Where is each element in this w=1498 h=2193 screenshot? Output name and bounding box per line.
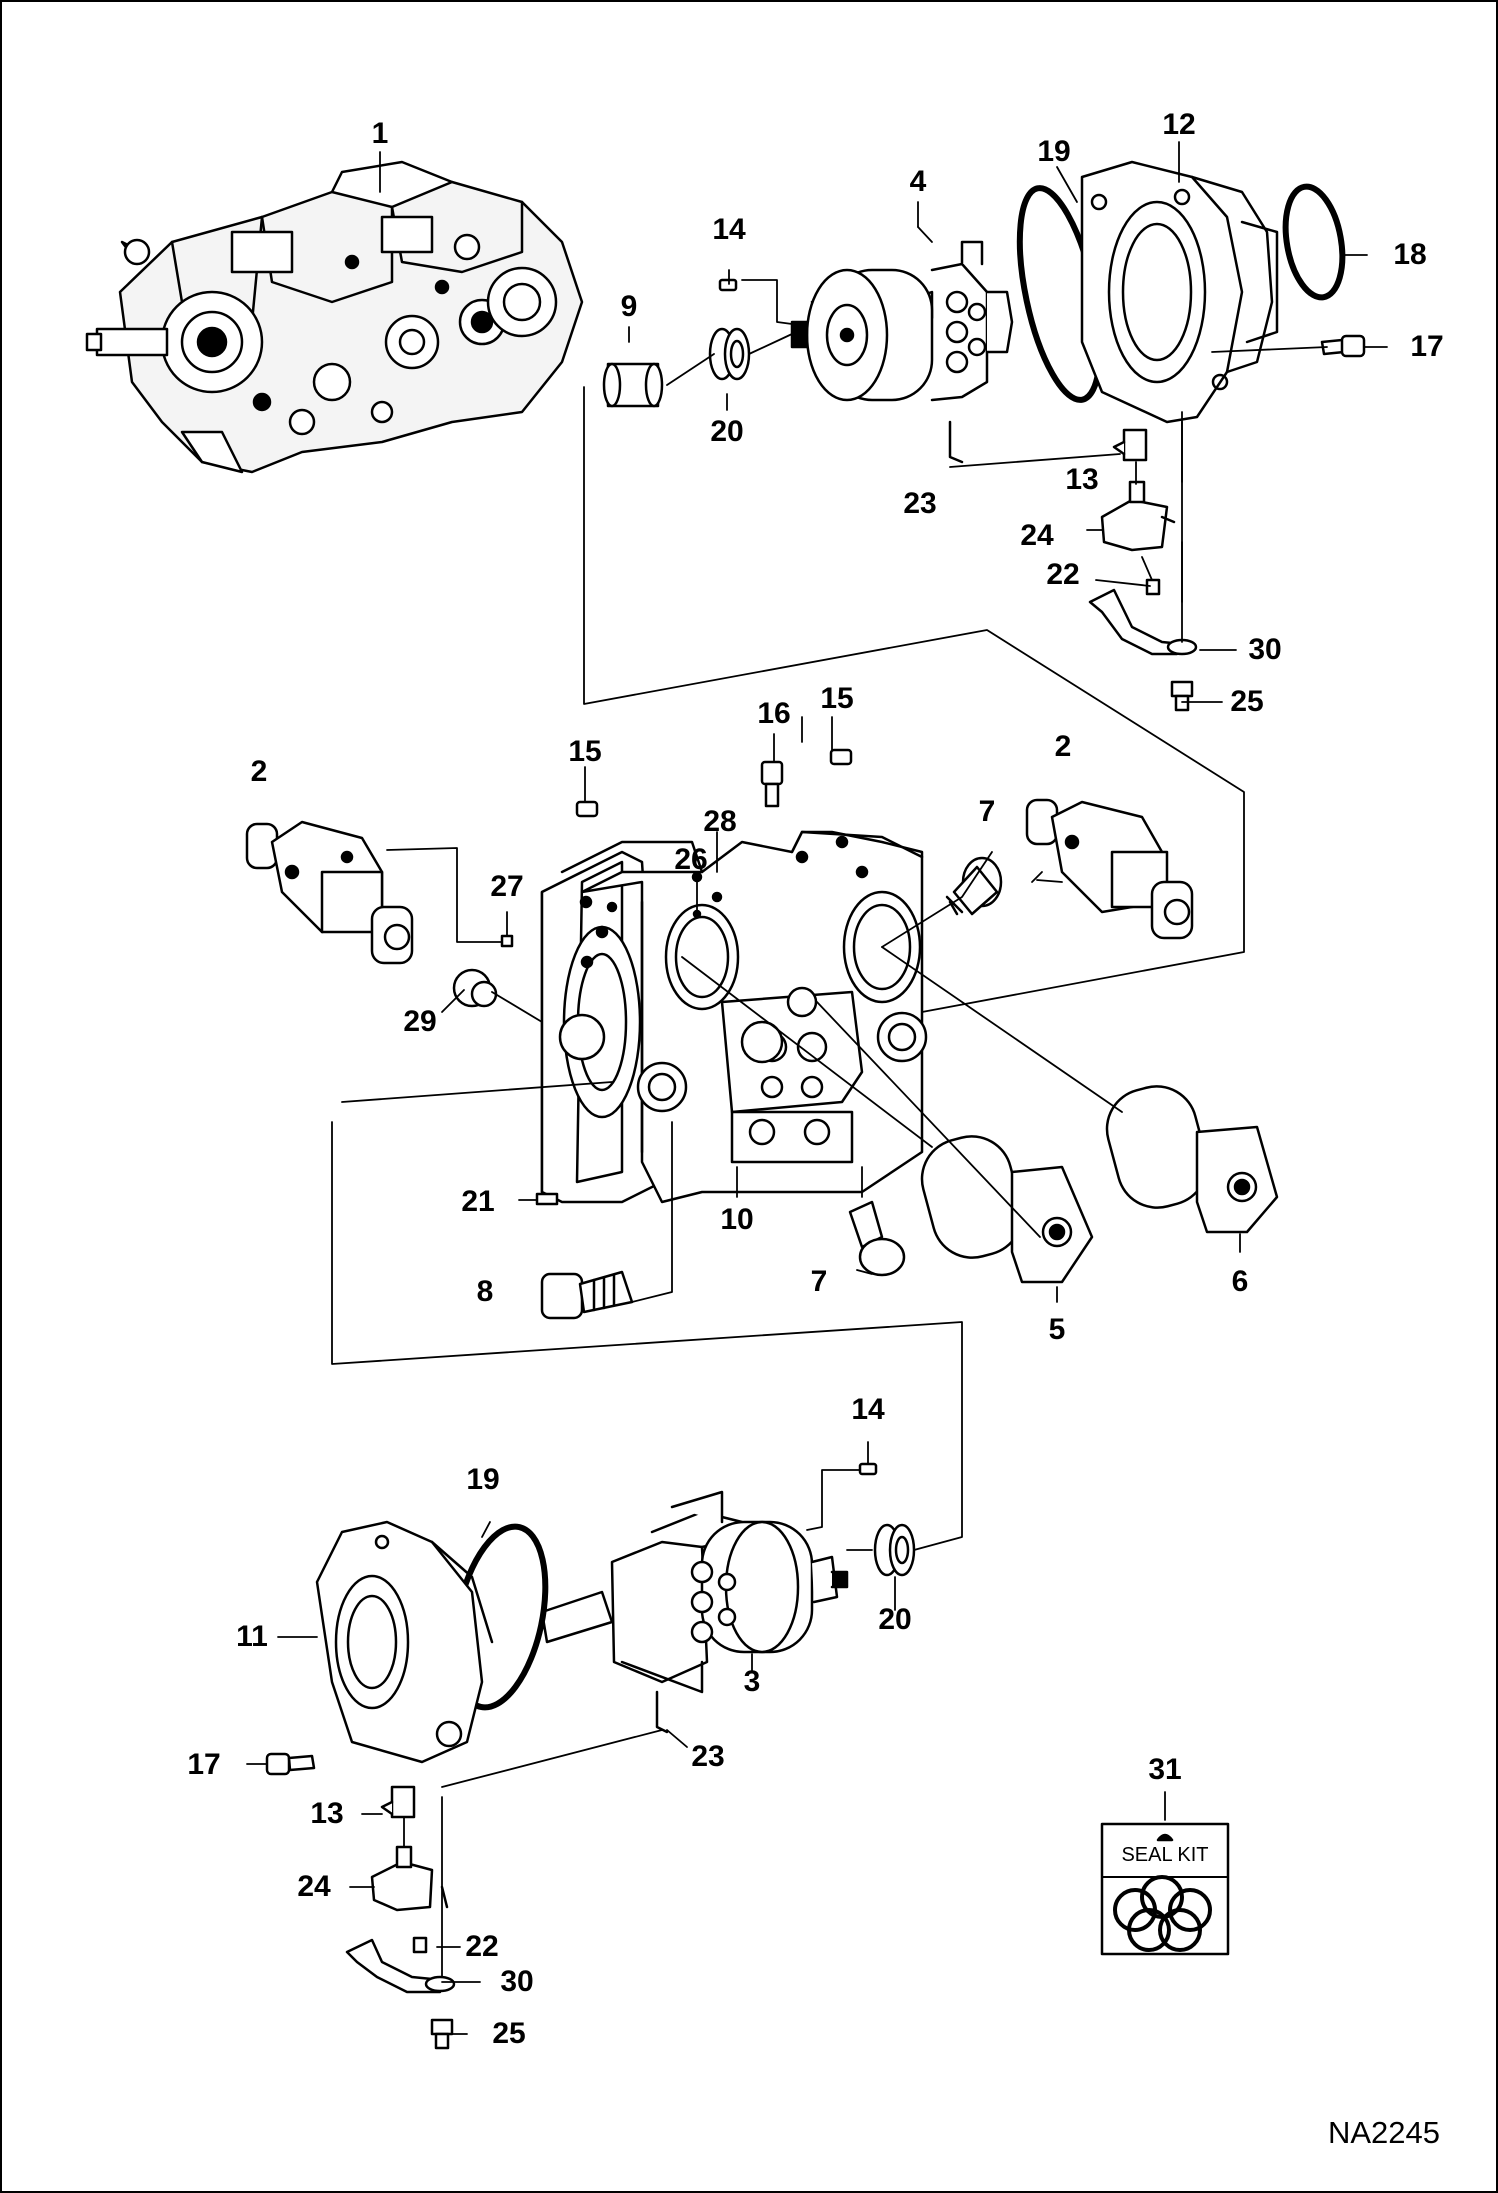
- callout-13-bottom: 13: [310, 1797, 344, 1830]
- rotating-group-bottom: [540, 1490, 849, 1694]
- pin-27: [500, 934, 514, 948]
- callout-13-top: 13: [1065, 463, 1099, 496]
- callout-25-top: 25: [1230, 685, 1264, 718]
- callout-24-top: 24: [1020, 519, 1054, 552]
- callout-27: 27: [490, 870, 524, 903]
- callout-14-top: 14: [712, 213, 746, 246]
- callout-19-bottom: 19: [466, 1463, 500, 1496]
- servo-piston-6: [1105, 1085, 1279, 1234]
- speed-sensor-24-top: [1100, 480, 1176, 552]
- speed-sensor-24-bottom: [370, 1845, 449, 1912]
- relief-valve-7-upper: [945, 856, 1003, 916]
- callout-17-top: 17: [1410, 330, 1444, 363]
- bracket-30-top: [1088, 588, 1198, 656]
- callout-22-top: 22: [1046, 558, 1080, 591]
- callout-25-bottom: 25: [492, 2017, 526, 2050]
- callout-28: 28: [703, 805, 737, 838]
- callout-29: 29: [403, 1005, 437, 1038]
- callout-22-bottom: 22: [465, 1930, 499, 1963]
- relief-valve-7-lower: [848, 1200, 906, 1277]
- callout-4: 4: [909, 165, 927, 198]
- drawing-code: NA2245: [1327, 2115, 1440, 2150]
- bracket-30-bottom: [345, 1938, 456, 1994]
- bolt-25-bottom: [430, 2018, 454, 2050]
- control-valve-2-right: [1025, 798, 1194, 940]
- bolt-17-bottom: [265, 1752, 316, 1776]
- rotating-group-top: [790, 240, 1014, 402]
- pin-14-bottom: [858, 1462, 878, 1476]
- callout-30-top: 30: [1248, 633, 1282, 666]
- sensor-13-top: [1112, 428, 1148, 462]
- callout-3: 3: [743, 1665, 761, 1698]
- leader-lines: [246, 141, 1388, 2035]
- control-valve-2-left: [245, 820, 414, 965]
- bolt-17-top: [1320, 334, 1366, 358]
- callout-2-right: 2: [1054, 730, 1072, 763]
- callout-10: 10: [720, 1203, 754, 1236]
- callout-7-lower: 7: [810, 1265, 828, 1298]
- callout-6: 6: [1231, 1265, 1249, 1298]
- callout-30-bottom: 30: [500, 1965, 534, 1998]
- callout-19-top: 19: [1037, 135, 1071, 168]
- seal-kit-label: SEAL KIT: [1121, 1844, 1209, 1866]
- screw-22-bottom: [412, 1936, 428, 1954]
- callout-23-bottom: 23: [691, 1740, 725, 1773]
- pin-23-bottom: [655, 1690, 669, 1734]
- servo-piston-5: [920, 1135, 1094, 1284]
- callout-2-left: 2: [250, 755, 268, 788]
- callout-9: 9: [620, 290, 638, 323]
- callout-23-top: 23: [903, 487, 937, 520]
- callout-26: 26: [674, 843, 708, 876]
- o-ring-18: [1282, 183, 1346, 301]
- callout-17-bottom: 17: [187, 1748, 221, 1781]
- bolt-25-top: [1170, 680, 1194, 712]
- pin-14-top: [718, 278, 738, 292]
- callout-7-upper: 7: [978, 795, 996, 828]
- callout-8: 8: [476, 1275, 494, 1308]
- callout-14-bottom: 14: [851, 1393, 885, 1426]
- callout-21: 21: [461, 1185, 495, 1218]
- bearing-20-top: [708, 327, 751, 381]
- callout-31: 31: [1148, 1753, 1182, 1786]
- callout-18: 18: [1393, 238, 1427, 271]
- callout-20-bottom: 20: [878, 1603, 912, 1636]
- callout-5: 5: [1048, 1313, 1066, 1346]
- seal-kit-box: [1100, 1822, 1230, 1956]
- callout-15-left: 15: [568, 735, 602, 768]
- callout-16: 16: [757, 697, 791, 730]
- callout-20-top: 20: [710, 415, 744, 448]
- pump-assembly-illustration: [85, 160, 584, 474]
- valve-plug-8: [540, 1270, 634, 1320]
- callout-12: 12: [1162, 108, 1196, 141]
- pin-21: [535, 1192, 559, 1206]
- callout-15-right: 15: [820, 682, 854, 715]
- plug-15-left: [575, 800, 599, 818]
- flange-housing-12: [1080, 160, 1279, 424]
- main-pump-housing: [540, 830, 928, 1204]
- flange-housing-11: [315, 1520, 494, 1764]
- plug-15-right: [829, 748, 853, 766]
- bearing-20-bottom: [873, 1523, 916, 1577]
- needle-bearing-9: [602, 362, 664, 408]
- callout-11: 11: [236, 1620, 268, 1653]
- callout-24-bottom: 24: [297, 1870, 331, 1903]
- screw-22-top: [1145, 578, 1161, 596]
- sensor-13-bottom: [380, 1785, 416, 1819]
- screw-16: [760, 760, 784, 808]
- plug-29: [452, 968, 498, 1008]
- callout-1: 1: [371, 117, 389, 150]
- pin-23-top: [948, 420, 964, 464]
